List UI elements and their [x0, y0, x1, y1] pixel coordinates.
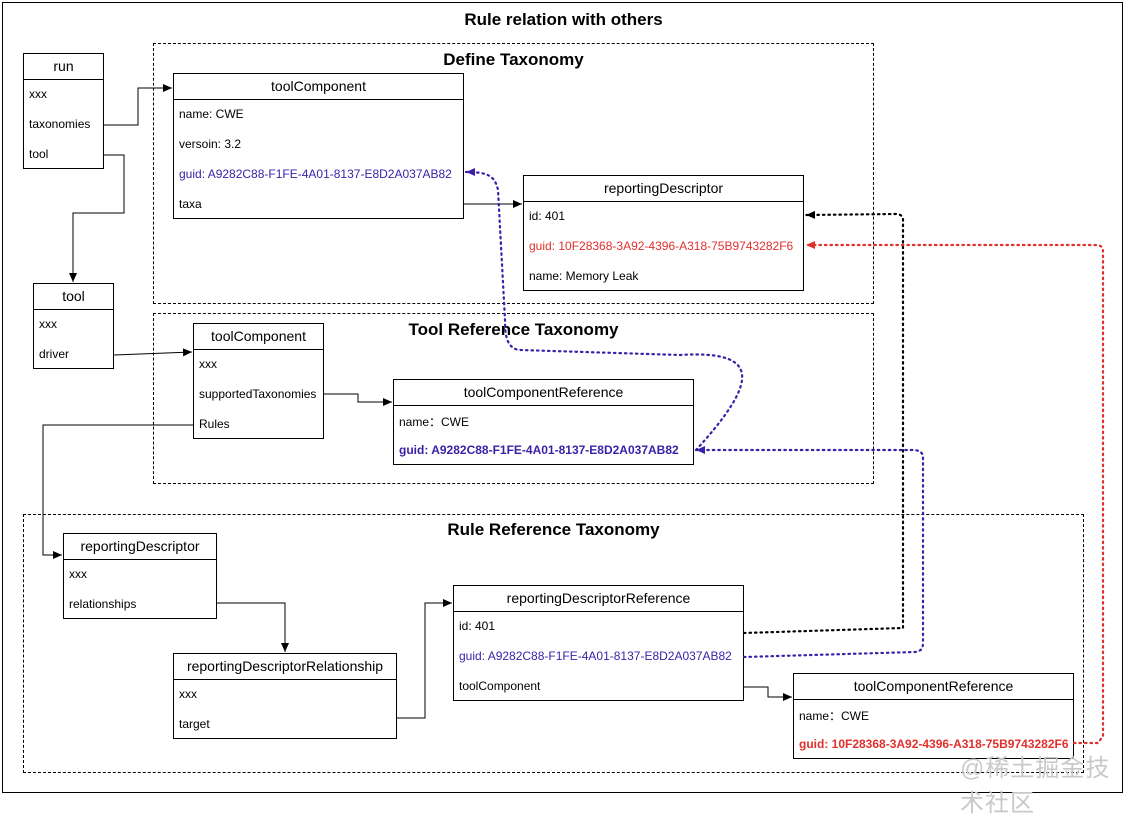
ruleref-reportingdescriptor-box: reportingDescriptor xxx relationships: [63, 533, 217, 619]
define-reportingdescriptor-box: reportingDescriptor id: 401 guid: 10F283…: [523, 175, 804, 291]
define-reportingdescriptor-guid: guid: 10F28368-3A92-4396-A318-75B9743282…: [529, 239, 794, 253]
ruleref-descriptorreference-box: reportingDescriptorReference id: 401 gui…: [453, 585, 744, 701]
edge-run-tool-to-tool: [69, 154, 125, 282]
edge-dotted-reference-guid-to-define-guid: [464, 168, 744, 452]
edge-toolcomponent-to-toolcomponentreference: [744, 686, 792, 701]
tool-box-title: tool: [34, 284, 113, 310]
tool-row-driver: driver: [39, 347, 70, 361]
ruleref-reportingdescriptor-xxx: xxx: [69, 567, 87, 581]
ruleref-reportingdescriptor-title: reportingDescriptor: [64, 534, 216, 560]
edge-dotted-guid-to-toolcomponentreference: [694, 446, 925, 659]
ruleref-relationship-target: target: [179, 717, 210, 731]
edge-dotted-id-to-reportingdescriptor: [742, 210, 905, 635]
connector-layer: [42, 84, 1105, 745]
toolref-toolcomponent-title: toolComponent: [194, 324, 323, 350]
edge-tool-driver-to-toolcomponent: [113, 348, 193, 357]
run-box-title: run: [24, 54, 103, 80]
define-toolcomponent-guid: guid: A9282C88-F1FE-4A01-8137-E8D2A037AB…: [179, 167, 452, 181]
ruleref-descriptorreference-id: id: 401: [459, 619, 496, 633]
ruleref-reportingdescriptor-relationships: relationships: [69, 597, 137, 611]
ruleref-descriptorreference-guid: guid: A9282C88-F1FE-4A01-8137-E8D2A037AB…: [459, 649, 732, 663]
define-toolcomponent-name: name: CWE: [179, 107, 244, 121]
toolref-toolcomponentreference-guid: guid: A9282C88-F1FE-4A01-8137-E8D2A037AB…: [399, 443, 679, 457]
ruleref-relationship-xxx: xxx: [179, 687, 197, 701]
toolref-toolcomponent-supported: supportedTaxonomies: [199, 387, 317, 401]
toolref-toolcomponentreference-name: name：CWE: [399, 415, 470, 429]
define-reportingdescriptor-id: id: 401: [529, 209, 566, 223]
ruleref-descriptorreference-toolcomponent: toolComponent: [459, 679, 541, 693]
define-toolcomponent-title: toolComponent: [174, 74, 463, 100]
ruleref-descriptorreference-title: reportingDescriptorReference: [454, 586, 743, 612]
edge-rules-to-reportingdescriptor: [42, 424, 193, 559]
group-rule-reference-taxonomy-title: Rule Reference Taxonomy: [447, 520, 660, 539]
run-box: run xxx taxonomies tool: [23, 53, 104, 169]
ruleref-relationship-box: reportingDescriptorRelationship xxx targ…: [173, 653, 397, 739]
group-tool-reference-taxonomy: [153, 313, 874, 484]
edge-run-taxonomies-to-toolcomponent: [104, 84, 172, 126]
toolref-toolcomponent-box: toolComponent xxx supportedTaxonomies Ru…: [193, 323, 324, 439]
ruleref-toolcomponentreference-guid: guid: 10F28368-3A92-4396-A318-75B9743282…: [799, 737, 1069, 751]
define-toolcomponent-box: toolComponent name: CWE versoin: 3.2 gui…: [173, 73, 464, 219]
run-row-tool: tool: [29, 147, 49, 161]
diagram-title: Rule relation with others: [464, 10, 663, 29]
ruleref-toolcomponentreference-box: toolComponentReference name：CWE guid: 10…: [793, 673, 1074, 759]
group-define-taxonomy-title: Define Taxonomy: [443, 50, 584, 69]
edge-supportedtaxonomies-to-reference: [324, 393, 392, 406]
ruleref-toolcomponentreference-title: toolComponentReference: [794, 674, 1073, 700]
define-reportingdescriptor-title: reportingDescriptor: [524, 176, 803, 202]
edge-target-to-descriptorreference: [397, 599, 452, 719]
group-define-taxonomy: [153, 43, 874, 304]
watermark: @稀土掘金技术社区: [960, 755, 1111, 817]
define-toolcomponent-version: versoin: 3.2: [179, 137, 242, 151]
toolref-toolcomponentreference-box: toolComponentReference name：CWE guid: A9…: [393, 379, 694, 465]
ruleref-relationship-title: reportingDescriptorRelationship: [174, 654, 396, 680]
toolref-toolcomponentreference-title: toolComponentReference: [394, 380, 693, 406]
group-rule-reference-taxonomy: [23, 514, 1084, 773]
group-tool-reference-taxonomy-title: Tool Reference Taxonomy: [408, 320, 619, 339]
toolref-toolcomponent-rules: Rules: [199, 417, 230, 431]
define-reportingdescriptor-name: name: Memory Leak: [529, 269, 639, 283]
toolref-toolcomponent-xxx: xxx: [199, 357, 217, 371]
define-toolcomponent-taxa: taxa: [179, 197, 202, 211]
tool-row-xxx: xxx: [39, 317, 57, 331]
edge-dotted-red-guid-to-define-guid: [804, 241, 1105, 745]
ruleref-toolcomponentreference-name: name：CWE: [799, 709, 870, 723]
edge-relationships-to-relationship: [217, 602, 289, 652]
tool-box: tool xxx driver: [33, 283, 114, 369]
run-row-taxonomies: taxonomies: [29, 117, 91, 131]
run-row-xxx: xxx: [29, 87, 47, 101]
diagram-frame: [2, 2, 1123, 793]
